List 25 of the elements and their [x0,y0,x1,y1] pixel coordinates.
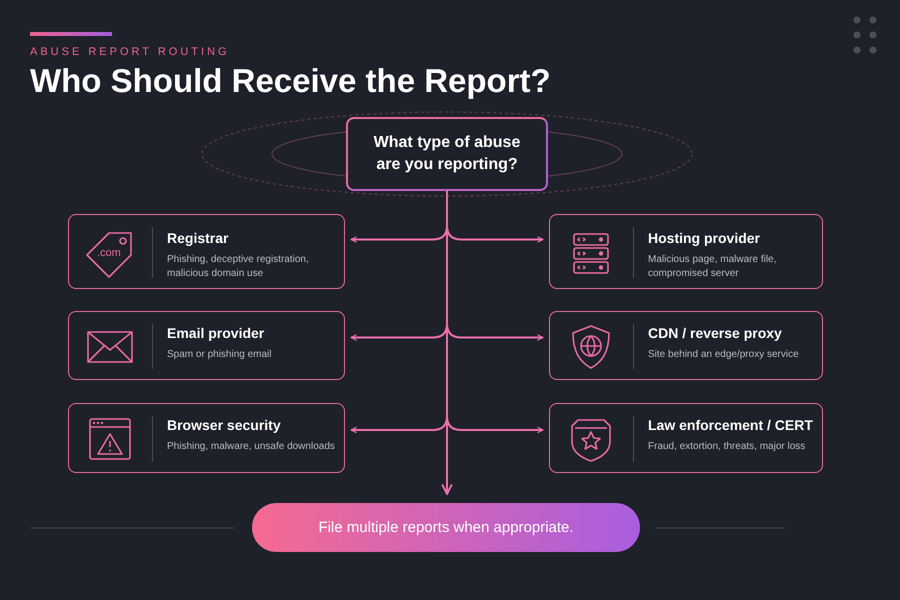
category-card [68,403,345,473]
card-title: Law enforcement / CERT [648,417,813,433]
arrow [441,191,453,495]
note-pill: File multiple reports when appropriate. [252,503,640,552]
category-card [68,214,345,289]
card-title: Browser security [167,417,281,433]
question-box [346,117,548,191]
category-card [549,311,823,380]
card-description: Malicious page, malware file, compromised server [648,253,778,281]
card-title: Email provider [167,325,264,341]
card-description: Phishing, malware, unsafe downloads [167,440,336,454]
card-description: Phishing, deceptive registration, malicious domain use [167,253,310,281]
card-title: Registrar [167,230,228,246]
category-card [68,311,345,380]
question-text: What type of abuse are you reporting? [372,133,522,175]
domain-text: .com [97,247,121,260]
card-description: Spam or phishing email [167,348,272,362]
card-description: Fraud, extortion, threats, major loss [648,440,806,454]
category-card [549,214,823,289]
eyebrow-label: ABUSE REPORT ROUTING [30,46,230,58]
card-title: Hosting provider [648,230,760,246]
card-title: CDN / reverse proxy [648,325,782,341]
title: Who Should Receive the Report? [30,62,551,100]
category-card [549,403,823,473]
card-description: Site behind an edge/proxy service [648,348,800,362]
